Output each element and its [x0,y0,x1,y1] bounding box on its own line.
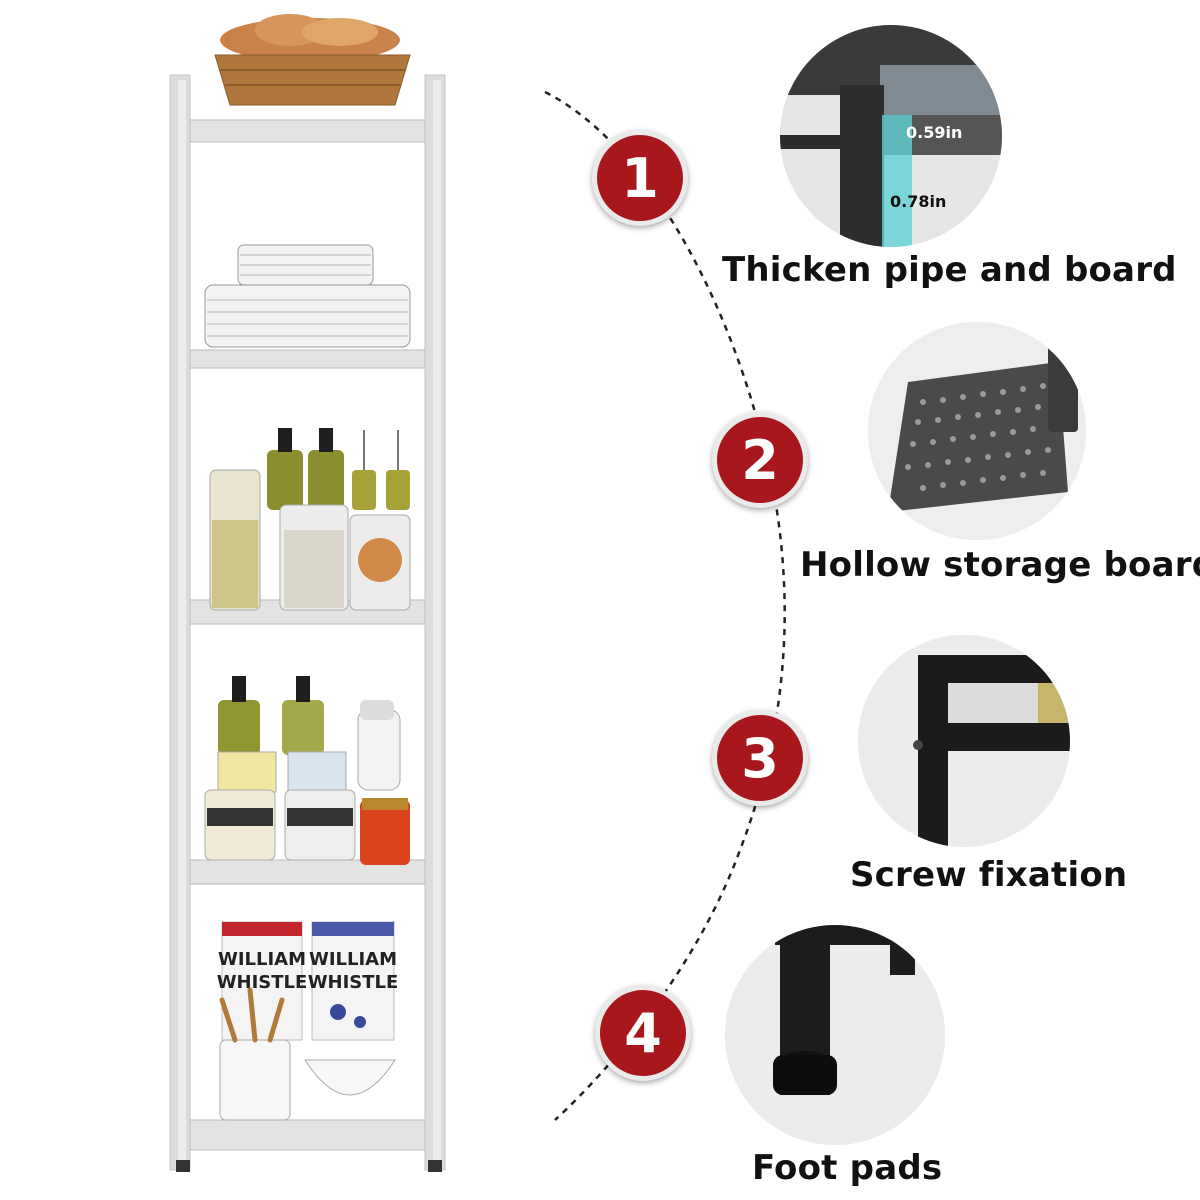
shelf-illustration: WILLIAM WHISTLE WILLIAM WHISTLE [169,14,446,1172]
box-label-4: WHISTLE [308,972,399,993]
box-label-1: WILLIAM [218,949,306,970]
pipe-detail-icon [780,25,1002,247]
pipe-detail: 0.59in 0.78in [780,25,1002,247]
box-label-2: WHISTLE [217,972,308,993]
feature-1-badge: 1 [592,130,688,226]
board-detail-icon [868,322,1086,540]
feature-4-label: Foot pads [752,1148,943,1188]
feature-4-badge: 4 [595,985,691,1081]
feature-2-label: Hollow storage board [800,545,1200,585]
dim-label-2: 0.78in [890,192,947,211]
feature-1-label: Thicken pipe and board [722,250,1177,290]
screw-detail [858,635,1070,847]
box-label-3: WILLIAM [309,949,397,970]
foot-detail [725,925,945,1145]
board-detail [868,322,1086,540]
screw-detail-icon [858,635,1070,847]
feature-3-badge: 3 [712,710,808,806]
feature-2-badge: 2 [712,412,808,508]
dim-label-1: 0.59in [906,123,963,142]
feature-3-label: Screw fixation [850,855,1128,895]
foot-detail-icon [725,925,945,1145]
